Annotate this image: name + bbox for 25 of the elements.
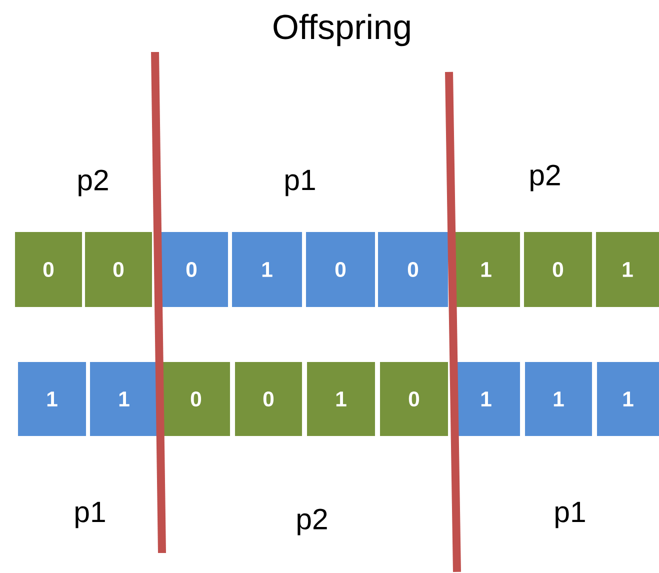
bit-cell: 1 [452,362,520,436]
bit-cell: 1 [452,232,520,307]
bit-cell: 1 [90,362,158,436]
bit-cell: 1 [596,232,659,307]
bit-cell: 0 [380,362,448,436]
bit-cell: 1 [18,362,86,436]
parent-label: p2 [298,508,327,536]
parent-label: p1 [76,502,105,528]
bit-cell: 0 [378,232,448,307]
bit-cell: 0 [524,232,592,307]
parent-label: p1 [556,502,585,528]
bit-cell: 1 [597,362,659,436]
parent-label: p2 [530,164,560,192]
bit-cell: 0 [235,362,302,436]
title: Offspring [274,14,410,46]
bit-cell: 0 [306,232,375,307]
bit-cell: 0 [15,232,82,307]
parent-label: p2 [78,170,108,196]
bit-cell: 0 [155,232,228,307]
bit-cell: 1 [307,362,375,436]
bit-cell: 0 [85,232,152,307]
bit-cell: 0 [162,362,230,436]
parent-label: p1 [286,170,315,196]
bit-cell: 1 [525,362,592,436]
bit-cell: 1 [232,232,302,307]
